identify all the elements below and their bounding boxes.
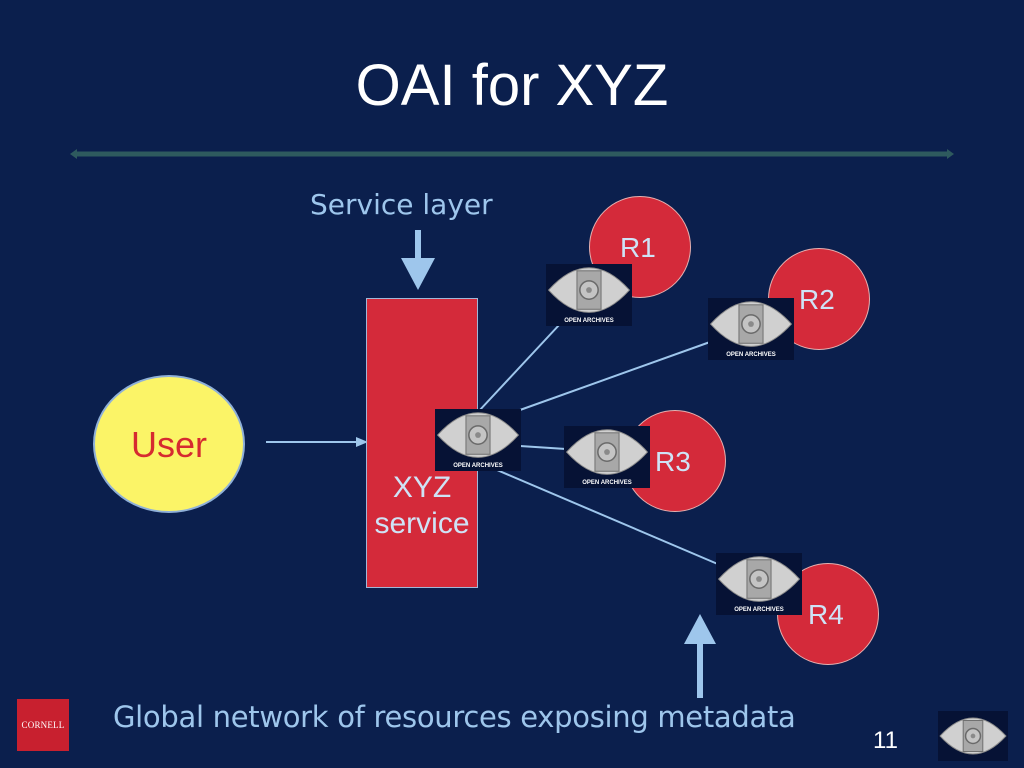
- svg-text:OPEN ARCHIVES: OPEN ARCHIVES: [453, 463, 502, 469]
- open-archives-eye-icon: OPEN ARCHIVES: [708, 298, 794, 360]
- slide-title: OAI for XYZ: [355, 53, 669, 118]
- open-archives-eye-icon: OPEN ARCHIVES: [564, 426, 650, 488]
- user-label: User: [130, 424, 207, 465]
- connector-r3: [519, 445, 567, 450]
- repository-r3-label: R3: [655, 446, 691, 477]
- repository-r1-label: R1: [620, 232, 656, 263]
- user-to-service-arrow: [266, 437, 368, 447]
- xyz-label-line2: service: [374, 507, 470, 540]
- repository-r2-label: R2: [799, 284, 835, 315]
- open-archives-eye-icon: OPEN ARCHIVES: [435, 409, 521, 471]
- xyz-service-label: XYZ service: [366, 470, 478, 542]
- open-archives-eye-icon: OPEN ARCHIVES: [546, 264, 632, 326]
- repository-r4-label: R4: [808, 599, 844, 630]
- xyz-label-line1: XYZ: [392, 471, 452, 504]
- page-number: 11: [873, 727, 898, 754]
- open-archives-eye-icon: [938, 711, 1008, 761]
- svg-text:OPEN ARCHIVES: OPEN ARCHIVES: [734, 607, 783, 613]
- service-layer-label: Service layer: [310, 188, 493, 221]
- connector-r2: [519, 341, 711, 411]
- svg-text:OPEN ARCHIVES: OPEN ARCHIVES: [726, 352, 775, 358]
- svg-text:OPEN ARCHIVES: OPEN ARCHIVES: [564, 318, 613, 324]
- title-divider: [70, 149, 954, 159]
- arrow-up-icon: [684, 614, 716, 698]
- cornell-logo: CORNELL: [17, 699, 69, 751]
- arrow-down-icon: [401, 230, 435, 290]
- user-node: [93, 375, 245, 513]
- open-archives-eye-icon: OPEN ARCHIVES: [716, 553, 802, 615]
- svg-text:OPEN ARCHIVES: OPEN ARCHIVES: [582, 480, 631, 486]
- footer-label: Global network of resources exposing met…: [113, 700, 796, 734]
- connector-r4: [496, 469, 721, 566]
- connector-r1: [477, 323, 561, 413]
